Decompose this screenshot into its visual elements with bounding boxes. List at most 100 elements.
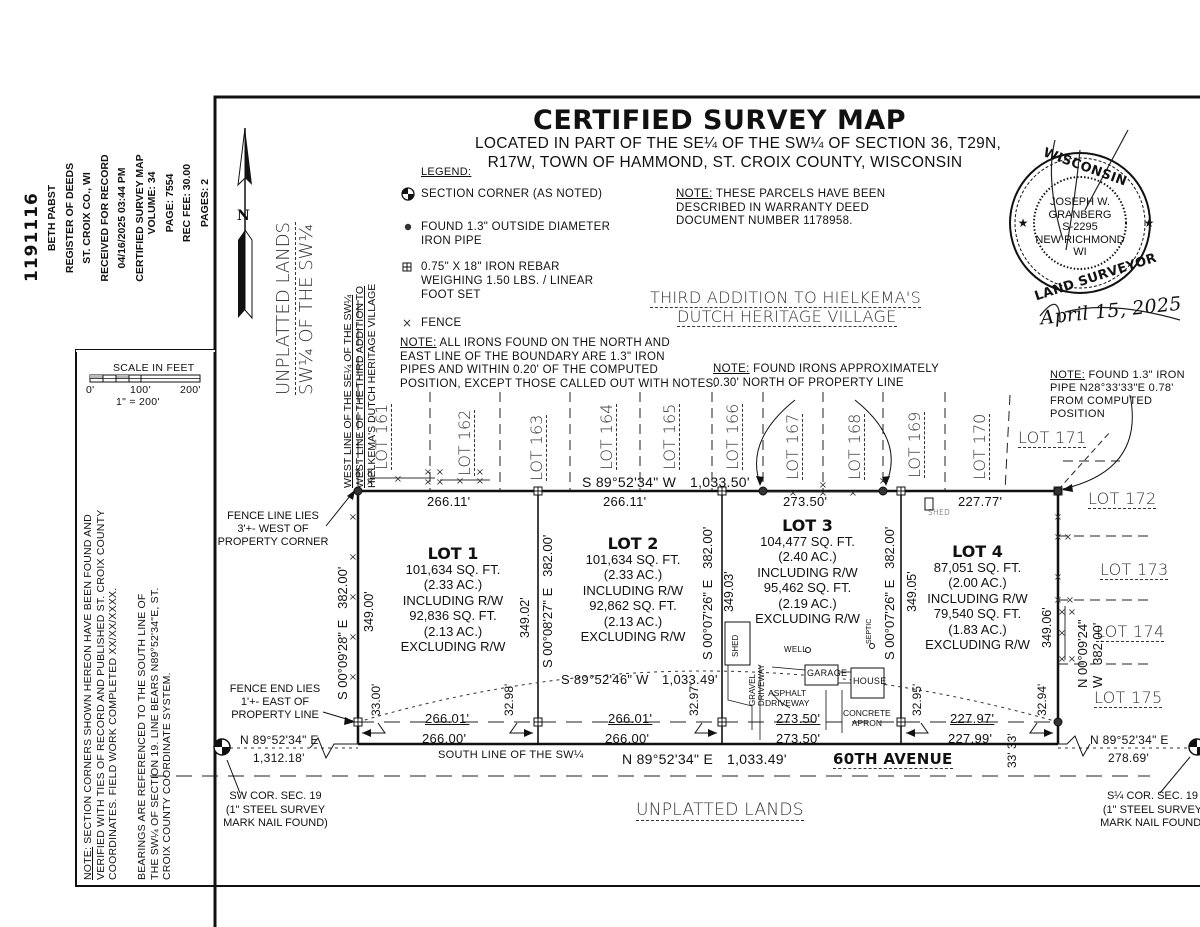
pages: PAGES: 2 [198, 178, 211, 228]
east-tie-distance: 278.69' [1108, 751, 1150, 765]
south-seg-lot4: 227.99' [948, 731, 993, 746]
north-seg-lot3: 273.50' [783, 494, 828, 509]
north-seg-lot4: 227.77' [958, 494, 1003, 509]
document-number: 1191116 [22, 192, 42, 282]
lot-2[interactable]: LOT 2 101,634 SQ. FT. (2.33 AC.) INCLUDI… [558, 536, 708, 645]
row-width-4: 32.95' [910, 683, 924, 716]
lot-incl-label: INCLUDING R/W [757, 564, 858, 580]
north-seg-lot2: 266.11' [603, 494, 647, 509]
svg-text:×: × [436, 467, 444, 478]
note-found-pipe: NOTE: FOUND 1.3" IRON PIPE N28°33'33"E 0… [1050, 369, 1185, 420]
legend-rebar-line2: WEIGHING 1.50 LBS. / LINEAR [421, 275, 594, 287]
subtitle-line1: LOCATED IN PART OF THE SE¼ OF THE SW¼ OF… [475, 135, 1002, 152]
east-inner: 349.06' [1040, 607, 1054, 648]
legend-section-corner: SECTION CORNER (AS NOTED) [421, 188, 603, 200]
unplatted-west: UNPLATTED LANDS SW¼ OF THE SW¼ [273, 222, 317, 395]
note-bearings: BEARINGS ARE REFERENCED TO THE SOUTH LIN… [136, 587, 173, 880]
row-seg-lot3: 273.50' [776, 711, 821, 726]
svg-text:×: × [349, 552, 357, 563]
lot-4[interactable]: LOT 4 87,051 SQ. FT. (2.00 AC.) INCLUDIN… [915, 544, 1040, 653]
volume: VOLUME: 34 [146, 171, 158, 235]
scale-title: SCALE IN FEET [113, 362, 195, 374]
line3-inner: 349.03' [722, 571, 736, 612]
west-tie-bearing: N 89°52'34" E [240, 733, 319, 747]
line3-bearing: S 00°07'26" E 382.00' [700, 526, 715, 660]
row-width-2: 32.98' [502, 683, 516, 716]
row-seg-lot4: 227.97' [950, 711, 995, 726]
adjacent-lot-172: LOT 172 [1088, 489, 1157, 509]
svg-text:×: × [879, 476, 887, 487]
row-seg-lot1: 266.01' [425, 711, 470, 726]
scale-tick-0: 0' [86, 384, 95, 396]
lot-3[interactable]: LOT 3 104,477 SQ. FT. (2.40 AC.) INCLUDI… [740, 518, 875, 627]
lot-incl-label: INCLUDING R/W [927, 590, 1028, 606]
lot-acres-incl: (2.40 AC.) [778, 549, 837, 564]
svg-text:×: × [819, 488, 827, 499]
section-corner-icon [213, 738, 231, 756]
adjacent-lot-174: LOT 174 [1096, 622, 1165, 642]
svg-text:×: × [424, 477, 432, 488]
svg-text:×: × [349, 512, 357, 523]
lot-name: LOT 3 [782, 516, 833, 535]
lot-1[interactable]: LOT 1 101,634 SQ. FT. (2.33 AC.) INCLUDI… [378, 546, 528, 655]
road-name: 60TH AVENUE [833, 750, 953, 769]
line4-bearing: S 00°07'26" E 382.00' [882, 526, 897, 660]
svg-text:×: × [394, 474, 402, 485]
lot-acres-excl: (2.13 AC.) [603, 613, 663, 629]
lot-area-incl: 104,477 SQ. FT. [760, 533, 855, 549]
received-label: RECEIVED FOR RECORD [98, 154, 111, 282]
svg-text:×: × [1054, 532, 1062, 543]
road-half-width: 33' 33' [1005, 733, 1019, 768]
lot-area-excl: 79,540 SQ. FT. [933, 606, 1022, 621]
adjacent-lot-168: LOT 168 [845, 413, 865, 480]
svg-text:×: × [366, 467, 374, 478]
row-total: 1,033.49' [662, 672, 718, 687]
svg-text:×: × [1054, 595, 1062, 606]
adjacent-lot-173: LOT 173 [1100, 560, 1169, 580]
scale-tick-100: 100' [130, 384, 151, 396]
shed-label: SHED [731, 634, 740, 657]
lot-area-excl: 95,462 SQ. FT. [763, 580, 852, 595]
scale-tick-200: 200' [180, 384, 201, 396]
lot-name: LOT 1 [427, 544, 479, 563]
south-seg-lot1: 266.00' [422, 731, 467, 746]
lot-acres-excl: (2.13 AC.) [423, 623, 483, 639]
svg-text:×: × [849, 488, 857, 499]
north-label: N [237, 208, 251, 224]
house-label: HOUSE [853, 676, 887, 686]
lot-excl-label: EXCLUDING R/W [755, 611, 860, 626]
row-width-1: 33.00' [369, 683, 383, 716]
lot-name: LOT 4 [952, 542, 1003, 561]
legend-iron-pipe-icon [404, 223, 412, 231]
legend-rebar-icon [402, 262, 412, 272]
adjacent-lot-165: LOT 165 [660, 403, 680, 470]
lot-area-excl: 92,836 SQ. FT. [409, 608, 497, 623]
lot-area-incl: 101,634 SQ. FT. [405, 561, 501, 577]
row-width-3: 32.97' [687, 683, 701, 716]
west-bearing: S 00°09'28" E 382.00' [335, 566, 350, 700]
surveyor-seal: ★ ★ [1009, 129, 1154, 294]
adjacent-lot-175: LOT 175 [1094, 688, 1163, 708]
svg-text:×: × [1068, 607, 1076, 618]
lot-excl-label: EXCLUDING R/W [580, 629, 686, 644]
adjacent-shed-label: SHED [928, 508, 951, 517]
north-bearing: S 89°52'34" W [582, 474, 677, 490]
svg-text:×: × [349, 672, 357, 683]
svg-text:×: × [1066, 595, 1074, 606]
page-title: CERTIFIED SURVEY MAP [533, 105, 907, 136]
plat-name-line2: DUTCH HERITAGE VILLAGE [677, 307, 897, 327]
rec-fee: REC FEE: 30.00 [181, 163, 193, 243]
row-bearing: S 89°52'46" W [561, 672, 649, 687]
south-total: 1,033.49' [727, 751, 787, 767]
svg-text:×: × [349, 592, 357, 603]
line4-inner: 349.05' [905, 571, 919, 612]
garage-label: GARAGE [807, 668, 848, 678]
subtitle-line2: R17W, TOWN OF HAMMOND, ST. CROIX COUNTY,… [487, 154, 963, 171]
west-inner: 349.00' [362, 591, 376, 632]
note-deed: NOTE: THESE PARCELS HAVE BEEN DESCRIBED … [676, 188, 886, 227]
lot-incl-label: INCLUDING R/W [402, 592, 504, 608]
page: PAGE: 7554 [163, 173, 176, 233]
